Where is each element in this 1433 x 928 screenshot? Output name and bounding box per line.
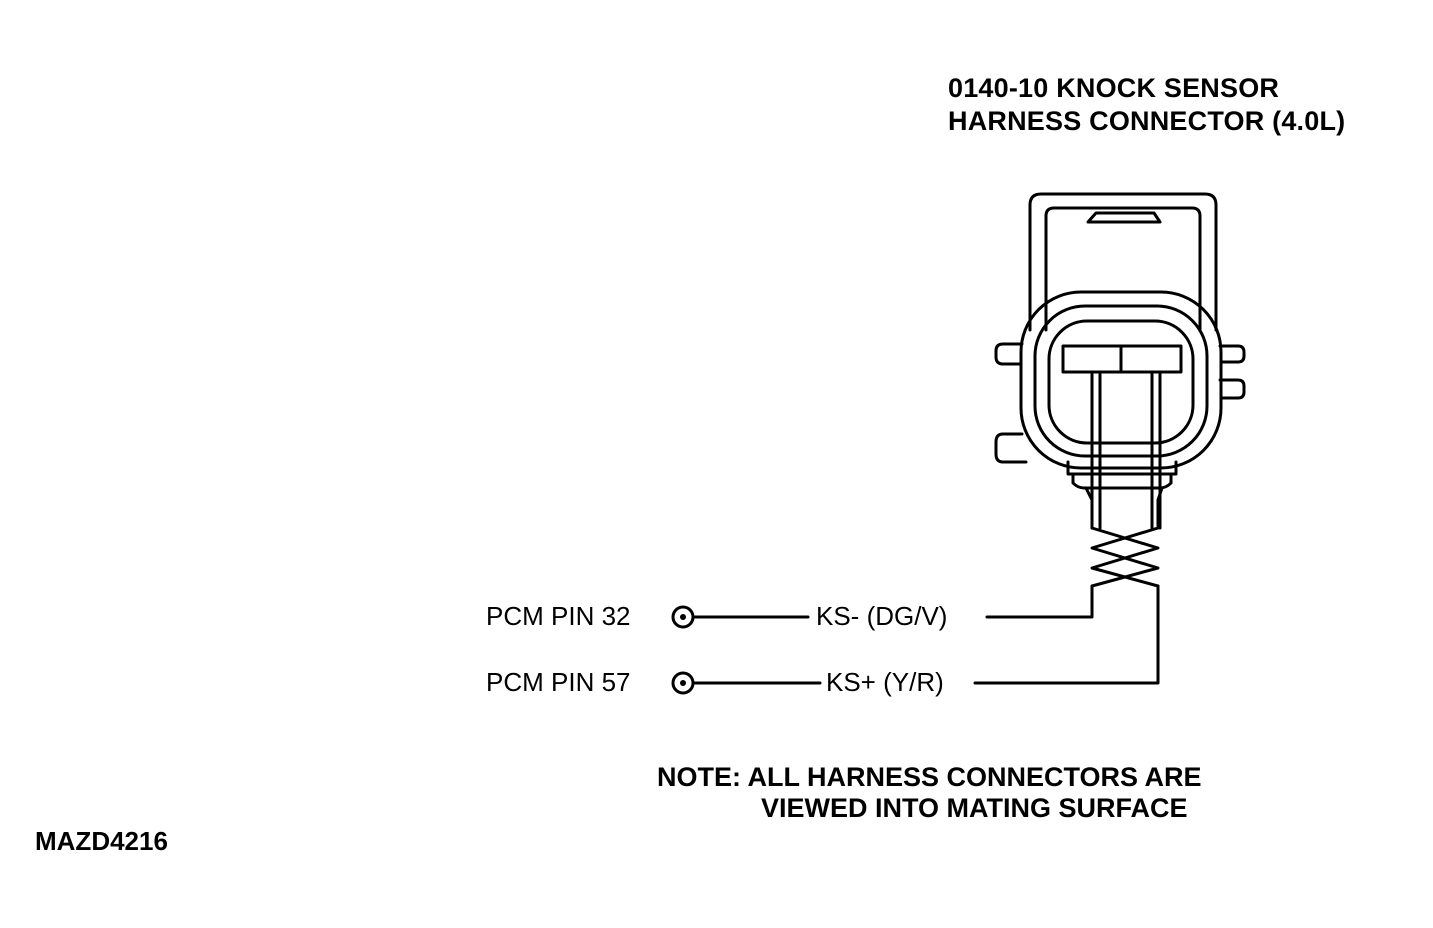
twisted-pair — [1090, 526, 1160, 588]
terminal-ks-plus — [1119, 344, 1183, 374]
pcm-pin-32-terminal — [671, 605, 695, 629]
wire-ks-minus-inner — [1090, 370, 1102, 530]
wire-ks-plus-label: KS+ (Y/R) — [822, 667, 948, 698]
connector-left-ear-upper — [994, 342, 1024, 366]
wire-ks-plus — [973, 584, 1160, 685]
pcm-pin-57-dot — [680, 680, 686, 686]
diagram-title: 0140-10 KNOCK SENSOR HARNESS CONNECTOR (… — [948, 72, 1345, 138]
connector-latch-inner — [1044, 206, 1202, 332]
connector-right-ear-lower — [1218, 378, 1246, 400]
note: NOTE: ALL HARNESS CONNECTORS ARE VIEWED … — [657, 762, 1202, 824]
title-line-1: 0140-10 KNOCK SENSOR — [948, 73, 1280, 103]
note-line-1: NOTE: ALL HARNESS CONNECTORS ARE — [657, 762, 1202, 792]
pcm-pin-32-dot — [680, 614, 686, 620]
title-line-2: HARNESS CONNECTOR (4.0L) — [948, 106, 1346, 136]
wire-ks-minus — [985, 584, 1094, 619]
knock-sensor-connector — [994, 192, 1246, 528]
note-line-2: VIEWED INTO MATING SURFACE — [761, 793, 1188, 823]
connector-latch-tab — [1086, 211, 1162, 224]
connector-left-ear-lower — [994, 432, 1028, 464]
wire-paths — [691, 370, 1162, 685]
wire-ks-minus-label: KS- (DG/V) — [812, 601, 952, 632]
connector-inner-body — [1033, 304, 1209, 458]
pcm-pin-57-terminal — [671, 671, 695, 695]
connector-right-ear-upper — [1218, 344, 1246, 364]
pcm-pins — [671, 605, 695, 695]
terminal-ks-minus — [1061, 344, 1123, 374]
wire-ks-plus-inner — [1150, 370, 1162, 530]
pcm-pin-32-label: PCM PIN 32 — [486, 601, 631, 631]
connector-mating-face — [1047, 319, 1195, 445]
connector-collar — [1066, 460, 1178, 476]
connector-latch-housing — [1028, 192, 1218, 332]
pcm-pin-57-label: PCM PIN 57 — [486, 667, 631, 697]
connector-collar-lower — [1071, 472, 1173, 490]
figure-id: MAZD4216 — [35, 826, 168, 856]
